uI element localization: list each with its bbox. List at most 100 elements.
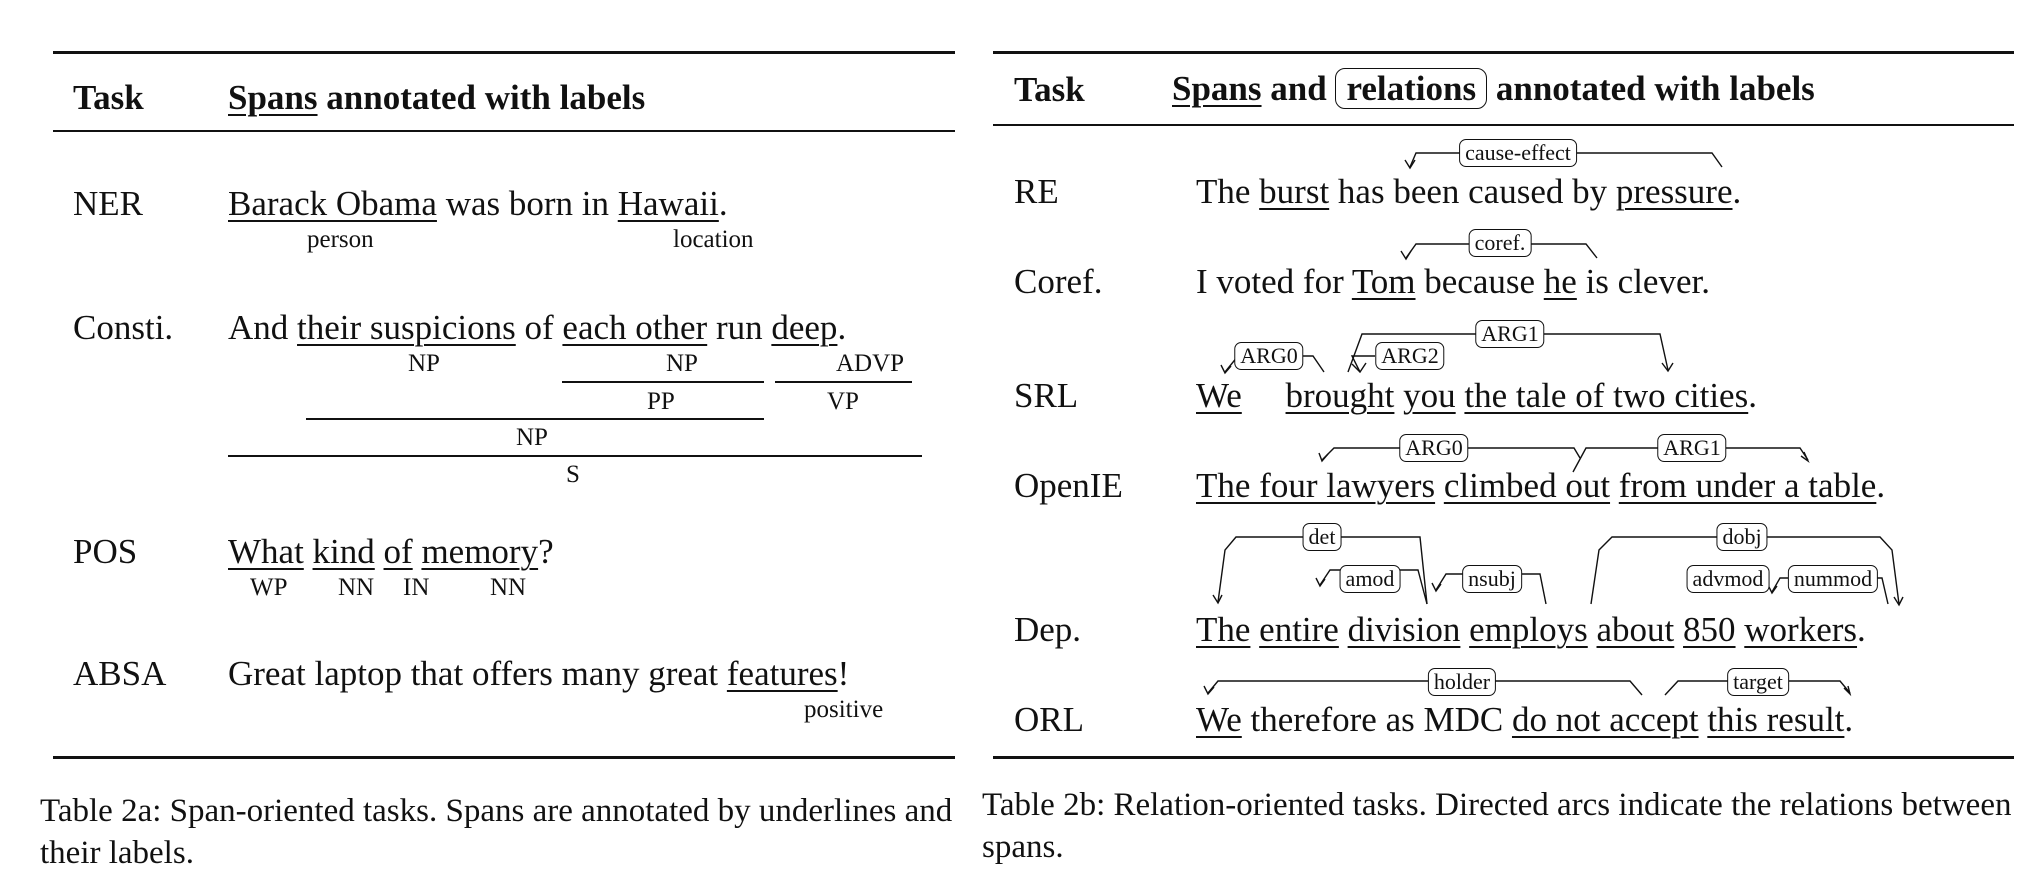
coref-w3: because bbox=[1415, 262, 1544, 301]
arrowhead-dep-nsubj bbox=[1431, 582, 1442, 593]
srl-sentence: We brought you the tale of two cities. bbox=[1196, 376, 1757, 416]
arc-label-arg2-srl: ARG2 bbox=[1375, 342, 1445, 370]
absa-span-aspect: features bbox=[726, 654, 838, 693]
coref-w1: I voted for bbox=[1196, 262, 1352, 301]
consti-line-np3 bbox=[306, 418, 764, 420]
consti-sentence: And their suspicions of each other run d… bbox=[228, 308, 846, 348]
table-a-bottom-rule bbox=[53, 756, 955, 759]
openie-span-table: from under a table bbox=[1618, 466, 1877, 505]
openie-span-lawyers: The four lawyers bbox=[1196, 466, 1436, 505]
consti-label-pp: PP bbox=[647, 388, 675, 415]
coref-span-he: he bbox=[1543, 262, 1577, 301]
pos-label-wp: WP bbox=[250, 574, 288, 601]
arrowhead-srl-arg0 bbox=[1220, 364, 1232, 375]
task-absa: ABSA bbox=[73, 654, 167, 693]
table-a-top-rule bbox=[53, 51, 955, 54]
dep-w1: The bbox=[1196, 610, 1251, 649]
header-b-spans-word: Spans bbox=[1172, 69, 1262, 108]
table-b-header-rule bbox=[993, 124, 2014, 126]
header-b-and: and bbox=[1261, 69, 1336, 108]
arc-label-arg1-openie: ARG1 bbox=[1657, 434, 1727, 462]
pos-w3: of bbox=[383, 532, 413, 571]
pos-w4: memory bbox=[421, 532, 539, 571]
arrowhead-dep-dobj bbox=[1893, 596, 1904, 607]
consti-label-np3: NP bbox=[516, 424, 548, 451]
table-b-bottom-rule bbox=[993, 756, 2014, 759]
task-orl: ORL bbox=[1014, 700, 1084, 739]
task-coref: Coref. bbox=[1014, 262, 1103, 301]
orl-span-we: We bbox=[1196, 700, 1242, 739]
task-consti: Consti. bbox=[73, 308, 174, 347]
arc-label-coref: coref. bbox=[1468, 229, 1532, 257]
pos-sentence: What kind of memory? bbox=[228, 532, 554, 572]
dep-w3: division bbox=[1347, 610, 1461, 649]
consti-label-np2: NP bbox=[666, 350, 698, 377]
table-b-caption: Table 2b: Relation-oriented tasks. Direc… bbox=[982, 787, 2012, 865]
consti-line-s bbox=[228, 455, 922, 457]
ner-period: . bbox=[718, 184, 728, 223]
table-a-caption: Table 2a: Span-oriented tasks. Spans are… bbox=[40, 793, 953, 871]
arrowhead-orl-target bbox=[1843, 685, 1852, 697]
arc-label-arg1-srl: ARG1 bbox=[1475, 320, 1545, 348]
dep-w2: entire bbox=[1259, 610, 1339, 649]
header-b-relations: relations bbox=[1335, 68, 1488, 109]
arc-label-nsubj: nsubj bbox=[1462, 565, 1522, 593]
arc-label-amod: amod bbox=[1339, 565, 1401, 593]
dep-sentence: The entire division employs about 850 wo… bbox=[1196, 610, 1866, 650]
table-a-header-spans: Spans annotated with labels bbox=[228, 78, 645, 118]
openie-sentence: The four lawyers climbed out from under … bbox=[1196, 466, 1885, 506]
arc-label-holder: holder bbox=[1427, 668, 1497, 696]
task-dep: Dep. bbox=[1014, 610, 1082, 649]
orl-sentence: We therefore as MDC do not accept this r… bbox=[1196, 700, 1853, 740]
absa-sentence: Great laptop that offers many great feat… bbox=[228, 654, 849, 694]
ner-span-location: Hawaii bbox=[617, 184, 719, 223]
task-openie: OpenIE bbox=[1014, 466, 1123, 505]
task-ner: NER bbox=[73, 184, 143, 223]
re-span-pressure: pressure bbox=[1615, 172, 1733, 211]
consti-line-vp bbox=[775, 381, 912, 383]
table-b-top-rule bbox=[993, 51, 2014, 54]
ner-text: was born in bbox=[436, 184, 618, 223]
dep-w7: workers bbox=[1744, 610, 1858, 649]
consti-span-advp: deep bbox=[771, 308, 838, 347]
table-a-header-task: Task bbox=[73, 78, 144, 117]
arc-label-arg0-openie: ARG0 bbox=[1399, 434, 1469, 462]
openie-span-climbed: climbed out bbox=[1443, 466, 1611, 505]
srl-span-you: you bbox=[1403, 376, 1456, 415]
table-b-header-task: Task bbox=[1014, 70, 1085, 109]
arc-srl-arg2 bbox=[1350, 355, 1375, 373]
consti-span-np1: their suspicions bbox=[297, 308, 516, 347]
absa-excl: ! bbox=[837, 654, 850, 693]
consti-label-vp: VP bbox=[827, 388, 859, 415]
header-spans-word: Spans bbox=[228, 78, 318, 117]
ner-sentence: Barack Obama was born in Hawaii. bbox=[228, 184, 728, 224]
orl-w2: therefore as MDC bbox=[1241, 700, 1512, 739]
srl-span-tale: the tale of two cities bbox=[1464, 376, 1749, 415]
consti-w1: And bbox=[228, 308, 298, 347]
consti-w3: of bbox=[515, 308, 563, 347]
dep-w6: 850 bbox=[1683, 610, 1736, 649]
orl-span-result: this result bbox=[1707, 700, 1845, 739]
arrowhead-openie-arg1 bbox=[1800, 451, 1810, 464]
srl-span-we: We bbox=[1196, 376, 1242, 415]
table-a-header-rule bbox=[53, 130, 955, 132]
arc-label-det: det bbox=[1302, 523, 1342, 551]
arc-label-target: target bbox=[1727, 668, 1789, 696]
arrowhead-coref bbox=[1400, 250, 1412, 261]
consti-label-advp: ADVP bbox=[836, 350, 905, 377]
re-period: . bbox=[1732, 172, 1742, 211]
header-spans-rest: annotated with labels bbox=[317, 78, 646, 117]
task-pos: POS bbox=[73, 532, 138, 571]
pos-w2: kind bbox=[312, 532, 375, 571]
arc-orl-holder bbox=[1207, 680, 1643, 696]
dep-w5: about bbox=[1596, 610, 1675, 649]
arc-label-dobj: dobj bbox=[1716, 523, 1768, 551]
task-srl: SRL bbox=[1014, 376, 1079, 415]
dep-w4: employs bbox=[1469, 610, 1588, 649]
pos-label-nn2: NN bbox=[490, 574, 527, 601]
arc-label-advmod: advmod bbox=[1686, 565, 1770, 593]
coref-w5: is clever. bbox=[1576, 262, 1710, 301]
pos-w1: What bbox=[228, 532, 304, 571]
table-b-header-spans: Spans and relations annotated with label… bbox=[1172, 62, 1815, 116]
consti-label-np1: NP bbox=[408, 350, 440, 377]
